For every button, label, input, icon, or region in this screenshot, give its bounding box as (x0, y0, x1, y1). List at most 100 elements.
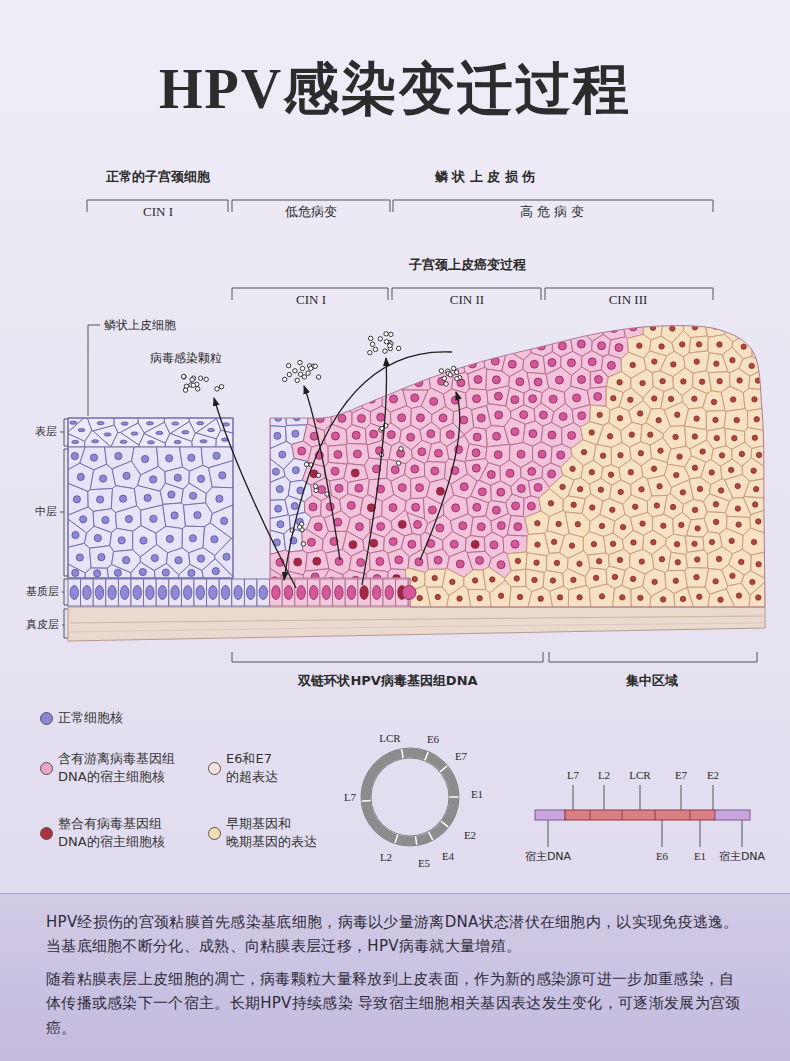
cell (344, 351, 369, 370)
virus-particle (396, 346, 400, 350)
cell-nucleus (677, 454, 682, 459)
virus-particle (442, 376, 446, 380)
legend-text: 含有游离病毒基因组 DNA的宿主细胞核 (58, 750, 175, 786)
cell-nucleus (618, 489, 623, 494)
cell-nucleus (752, 397, 757, 402)
cell-nucleus (125, 515, 132, 522)
cell-nucleus (469, 325, 477, 333)
cell-nucleus (736, 593, 741, 598)
cell (384, 318, 408, 337)
dermis-band (68, 607, 765, 641)
basal-cell (320, 579, 333, 606)
cell-nucleus (753, 486, 758, 491)
cell-nucleus (174, 474, 181, 481)
label: CIN III (609, 292, 648, 308)
basal-cell (232, 579, 245, 606)
dermis (68, 607, 765, 641)
cell-nucleus (418, 448, 426, 456)
cell-nucleus (717, 379, 722, 384)
cell-nucleus (713, 417, 718, 422)
cell (745, 318, 765, 339)
cell-nucleus (550, 578, 555, 583)
cell-nucleus (427, 430, 435, 438)
cell-nucleus (413, 342, 421, 350)
label: L7 (567, 769, 579, 782)
label: 宿主DNA (719, 850, 765, 863)
virus-particle (198, 376, 202, 380)
cell-nucleus (273, 396, 280, 403)
cell-nucleus (331, 432, 339, 440)
cell (192, 433, 216, 447)
cell-nucleus (119, 495, 126, 502)
cell (310, 335, 332, 358)
cell (468, 367, 487, 389)
cell-nucleus (385, 586, 393, 600)
cell (68, 434, 85, 447)
cell-nucleus (694, 359, 699, 364)
cell-nucleus (756, 346, 761, 351)
cell (550, 586, 569, 607)
cell-nucleus (492, 506, 500, 514)
basal-cell (68, 579, 81, 606)
cell-nucleus (276, 486, 283, 493)
cell-nucleus (76, 554, 83, 561)
bracket (549, 652, 757, 662)
cell-nucleus (598, 487, 603, 492)
cell (525, 318, 548, 339)
label: E6 (656, 850, 668, 863)
cell (309, 370, 332, 394)
cell (528, 587, 553, 607)
segment-line (590, 810, 690, 820)
cell-nucleus (446, 431, 454, 439)
cell-nucleus (713, 519, 718, 524)
label: CIN II (450, 292, 484, 308)
basal-cells (68, 579, 416, 606)
cell-nucleus (73, 496, 80, 503)
linear-genome (535, 785, 750, 847)
lesion-outline (270, 326, 765, 607)
cell-nucleus (97, 422, 104, 425)
basal-cell (93, 579, 106, 606)
cell (179, 565, 204, 579)
cell-nucleus (292, 467, 299, 474)
cell (583, 532, 606, 556)
cell-nucleus (652, 396, 657, 401)
cell-nucleus (188, 454, 195, 461)
cell (209, 461, 233, 488)
cell-nucleus (517, 594, 522, 599)
cell-nucleus (299, 340, 306, 347)
cell-nucleus (694, 416, 699, 421)
cell (328, 331, 349, 355)
cell-nucleus (571, 502, 576, 507)
cell-nucleus (711, 399, 716, 404)
cell-nucleus (512, 502, 520, 510)
cell-nucleus (90, 454, 97, 461)
cell-nucleus (144, 494, 151, 501)
paragraph: HPV经损伤的宫颈粘膜首先感染基底细胞，病毒以少量游离DNA状态潜伏在细胞内，以… (46, 910, 744, 959)
cell-nucleus (272, 586, 280, 600)
cell (388, 549, 410, 570)
cell-nucleus (558, 342, 566, 350)
cell-nucleus (532, 577, 537, 582)
cell-nucleus (750, 579, 755, 584)
basal-cell (169, 579, 182, 606)
cell-nucleus (529, 430, 537, 438)
cell-nucleus (657, 484, 662, 489)
cell-nucleus (197, 475, 204, 482)
cell-nucleus (598, 342, 606, 350)
cell-nucleus (554, 560, 559, 565)
cell-nucleus (259, 586, 267, 600)
label: E5 (418, 857, 430, 870)
cell-nucleus (573, 394, 581, 402)
cell (342, 318, 365, 339)
cell-nucleus (216, 495, 223, 502)
cell-nucleus (377, 522, 385, 530)
arrow (214, 352, 460, 588)
cell-nucleus (557, 595, 562, 600)
cell-nucleus (460, 416, 468, 424)
virus-particle (301, 542, 305, 546)
cell (742, 528, 765, 555)
cell-nucleus (660, 378, 665, 383)
virus-particle (368, 350, 372, 354)
virus-particle (444, 382, 448, 386)
